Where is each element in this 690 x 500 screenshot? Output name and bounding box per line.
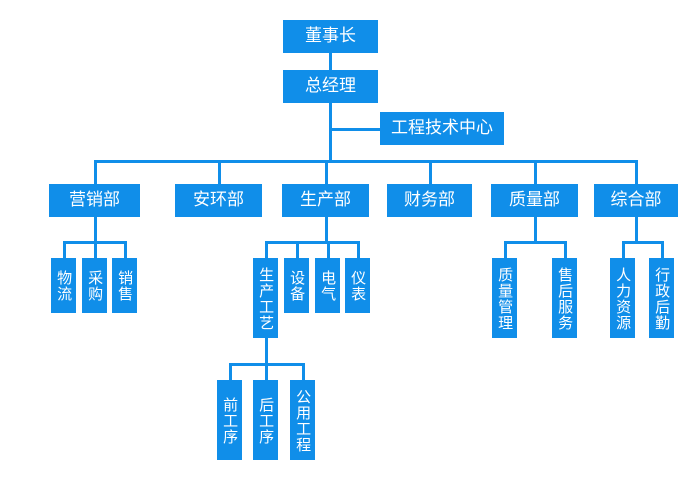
connector-gm-down <box>329 103 332 162</box>
connector-drop-logistics <box>63 241 66 258</box>
node-sales[interactable]: 销售 <box>112 258 137 313</box>
connector-drop-safety-env <box>218 160 221 184</box>
node-logistics[interactable]: 物流 <box>51 258 76 313</box>
connector-marketing-down <box>94 217 97 241</box>
node-utility-engineering[interactable]: 公用工程 <box>290 380 315 460</box>
connector-general-affairs-down <box>635 217 638 241</box>
node-general-manager[interactable]: 总经理 <box>283 70 378 103</box>
connector-drop-after-sales <box>564 241 567 258</box>
connector-drop-equipment <box>296 241 299 258</box>
connector-gm-to-engineering-center <box>329 128 380 131</box>
node-quality-management[interactable]: 质量管理 <box>492 258 517 338</box>
connector-drop-utility-engineering <box>302 363 305 380</box>
connector-drop-electrical <box>327 241 330 258</box>
connector-drop-admin-logistics <box>661 241 664 258</box>
node-general-affairs-dept[interactable]: 综合部 <box>594 184 678 217</box>
node-instrument[interactable]: 仪表 <box>345 258 370 313</box>
connector-drop-finance <box>429 160 432 184</box>
node-electrical[interactable]: 电气 <box>315 258 340 313</box>
node-production-process[interactable]: 生产工艺 <box>253 258 278 338</box>
node-human-resources[interactable]: 人力资源 <box>610 258 635 338</box>
connector-drop-production <box>325 160 328 184</box>
connector-drop-general-affairs <box>635 160 638 184</box>
node-engineering-center[interactable]: 工程技术中心 <box>380 112 504 145</box>
node-safety-env-dept[interactable]: 安环部 <box>175 184 262 217</box>
node-purchasing[interactable]: 采购 <box>82 258 107 313</box>
connector-chairman-to-gm <box>329 53 332 70</box>
connector-drop-quality-management <box>504 241 507 258</box>
connector-drop-marketing <box>94 160 97 184</box>
connector-drop-front-process <box>229 363 232 380</box>
connector-drop-human-resources <box>622 241 625 258</box>
connector-production-bus <box>265 241 360 244</box>
node-quality-dept[interactable]: 质量部 <box>491 184 578 217</box>
connector-production-down <box>325 217 328 241</box>
node-front-process[interactable]: 前工序 <box>217 380 242 460</box>
connector-drop-production-process <box>265 241 268 258</box>
connector-quality-bus <box>504 241 567 244</box>
node-back-process[interactable]: 后工序 <box>253 380 278 460</box>
connector-production-process-down <box>265 338 268 363</box>
connector-drop-purchasing <box>94 241 97 258</box>
connector-quality-down <box>534 217 537 241</box>
node-finance-dept[interactable]: 财务部 <box>387 184 472 217</box>
node-equipment[interactable]: 设备 <box>284 258 309 313</box>
connector-drop-instrument <box>357 241 360 258</box>
connector-general-affairs-bus <box>622 241 664 244</box>
node-chairman[interactable]: 董事长 <box>283 20 378 53</box>
node-marketing-dept[interactable]: 营销部 <box>49 184 140 217</box>
connector-drop-quality <box>534 160 537 184</box>
node-admin-logistics[interactable]: 行政后勤 <box>649 258 674 338</box>
node-after-sales-service[interactable]: 售后服务 <box>552 258 577 338</box>
connector-department-bus <box>94 160 638 163</box>
connector-drop-back-process <box>265 363 268 380</box>
connector-drop-sales <box>124 241 127 258</box>
node-production-dept[interactable]: 生产部 <box>282 184 369 217</box>
